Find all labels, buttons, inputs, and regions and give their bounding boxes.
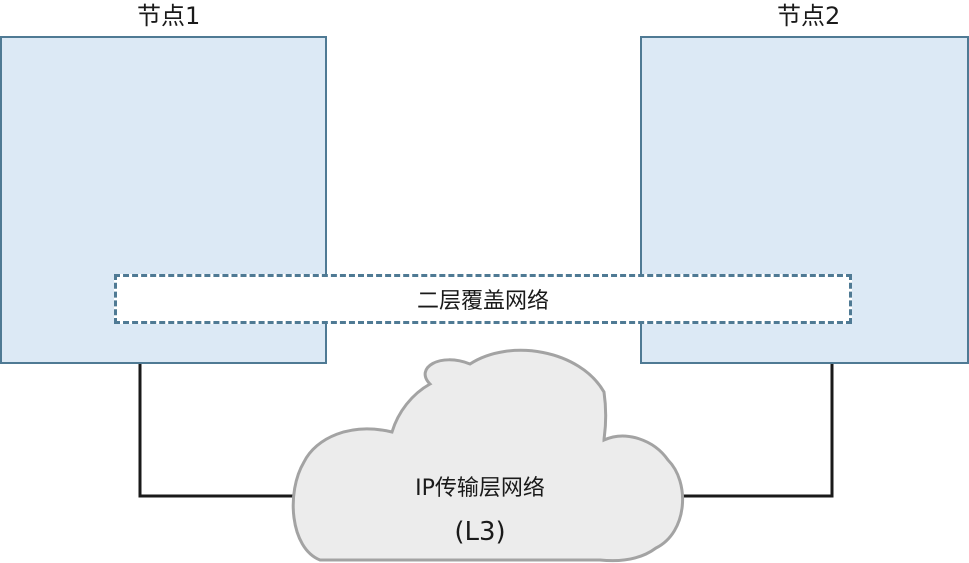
transport-sublabel: (L3) <box>454 517 506 547</box>
node2-label: 节点2 <box>777 2 841 30</box>
overlay-network-band: 二层覆盖网络 <box>114 274 852 324</box>
node1-link <box>138 364 300 498</box>
transport-label: IP传输层网络 <box>415 476 545 501</box>
node2-link <box>670 364 834 498</box>
node1-label: 节点1 <box>137 2 201 30</box>
overlay-network-label: 二层覆盖网络 <box>416 289 549 314</box>
transport-cloud <box>291 348 685 563</box>
